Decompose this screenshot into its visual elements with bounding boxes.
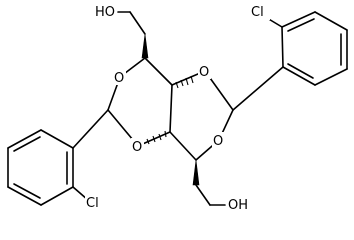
wedge-bond-c4-bottom xyxy=(192,159,200,186)
chloro-label-bottom: Cl xyxy=(86,196,99,211)
structure-diagram: HO OH Cl Cl O O O O xyxy=(7,3,348,213)
chlorophenyl-ring-bottom xyxy=(7,109,109,206)
hydroxyl-label-top: HO xyxy=(95,5,115,20)
wedge-bond-c1-top xyxy=(141,33,149,59)
bond-c3-c4 xyxy=(169,131,197,161)
bond-c4-ch2 xyxy=(195,184,211,206)
ring-oxygen-label: O xyxy=(213,134,223,149)
bond-c1-c2 xyxy=(144,57,173,86)
bond-ch2-c1 xyxy=(129,11,146,35)
hashed-bond-c3-o2 xyxy=(146,130,167,145)
chlorophenyl-ring-top xyxy=(232,11,348,111)
ring-oxygen-label: O xyxy=(114,71,124,86)
chloro-label-top: Cl xyxy=(251,5,264,20)
hydroxyl-label-bottom: OH xyxy=(228,198,248,213)
hashed-bond-c2-o3 xyxy=(175,75,194,89)
bond-c2-c3 xyxy=(169,84,173,133)
ring-oxygen-label: O xyxy=(132,140,142,155)
ring-oxygen-label: O xyxy=(199,65,209,80)
